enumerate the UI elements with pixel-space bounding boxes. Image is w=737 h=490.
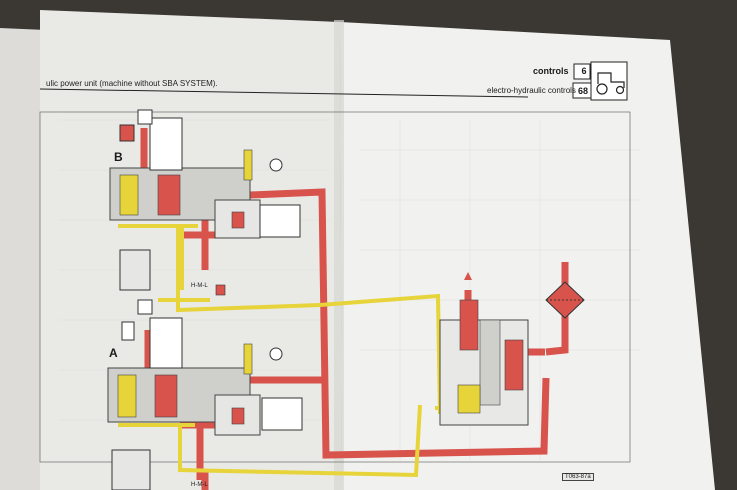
section-number-box [573,63,591,80]
connector-a [121,321,135,341]
valve-label-a: A [109,346,118,360]
tractor-icon-box [590,61,628,101]
port-label-lower: H-M-L [191,482,208,488]
section-number: 6 [581,66,587,76]
diagram-frame [39,111,631,463]
solenoid-a [149,317,183,369]
connector-b [119,124,135,142]
pressure-gauge-a [269,347,283,361]
solenoid-b2 [259,204,301,238]
subsection-name: electro-hydraulic controls [487,86,576,95]
page-title: ulic power unit (machine without SBA SYS… [46,79,218,88]
section-name: controls [533,66,569,76]
tractor-icon [596,72,625,95]
page-spine [334,20,344,490]
right-page [340,22,715,490]
solenoid-b [149,117,183,171]
header-rule [39,88,529,98]
filter-symbol [545,281,585,319]
figure-code: T063-87a [562,473,594,481]
valve-label-b: B [114,150,123,164]
port-label-upper: H-M-L [191,283,208,289]
solenoid-a2 [261,397,303,431]
pressure-gauge-b [269,158,283,172]
left-page-edge [0,28,46,490]
subsection-number: 68 [577,86,588,96]
